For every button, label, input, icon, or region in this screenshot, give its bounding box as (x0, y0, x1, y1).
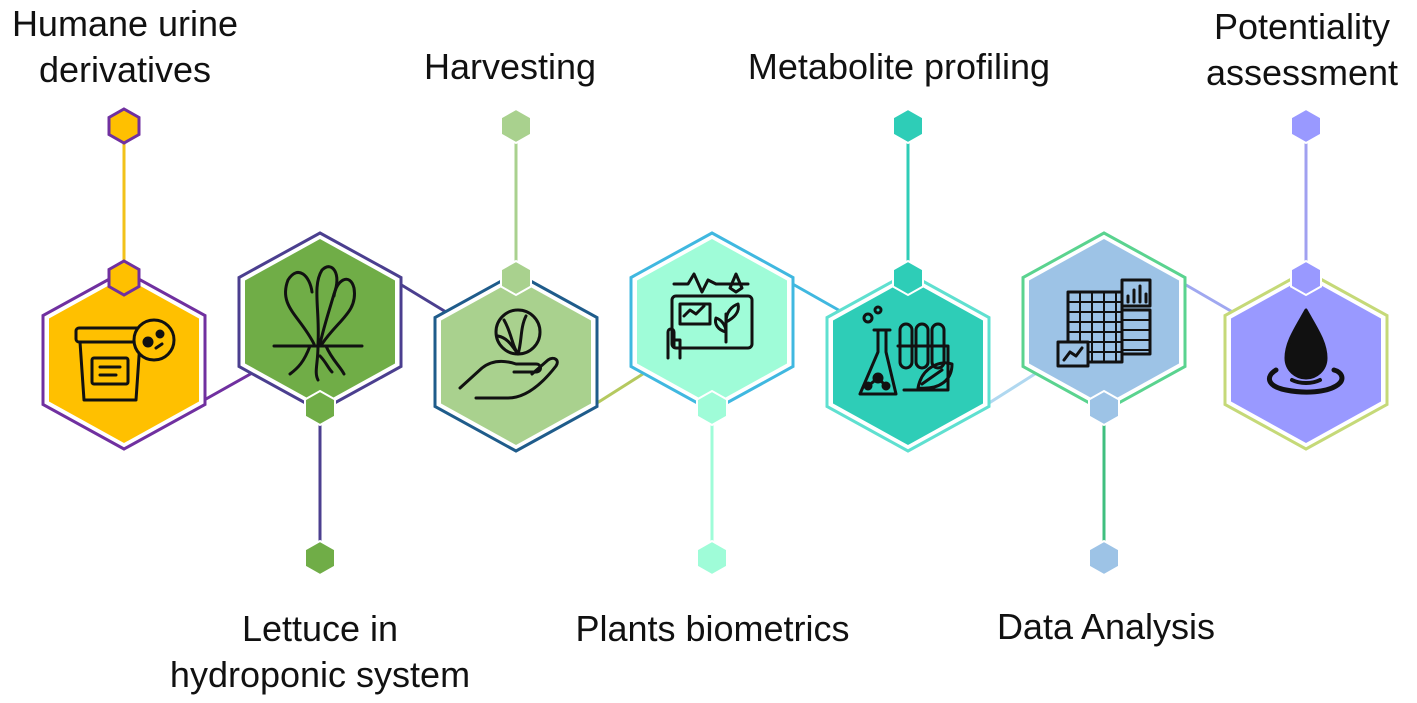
node-hexagon (892, 107, 924, 145)
step-icons (74, 265, 1345, 402)
label-metabolite: Metabolite profiling (718, 44, 1080, 90)
label-line: Plants biometrics (575, 608, 850, 649)
spreadsheet-chart-icon (1056, 278, 1152, 368)
hand-holding-lettuce-icon (458, 308, 559, 400)
urine-sample-cup-icon (74, 318, 176, 402)
label-line: derivatives (38, 49, 212, 90)
hexagon-harvest (441, 279, 591, 445)
label-data-analysis: Data Analysis (966, 604, 1246, 650)
label-line: Lettuce in (241, 608, 399, 649)
node-hexagon (696, 539, 728, 577)
node-hexagon (107, 107, 141, 145)
node-hexagon (1290, 107, 1322, 145)
node-hexagon (1088, 389, 1120, 427)
stem-lines (122, 126, 1308, 558)
label-line: Harvesting (423, 46, 597, 87)
label-biometrics: Plants biometrics (540, 606, 885, 652)
label-line: assessment (1205, 52, 1399, 93)
water-drop-icon (1267, 308, 1345, 395)
node-hexagon (892, 259, 924, 297)
step-nodes (107, 107, 1322, 577)
lab-flask-tubes-leaf-icon (858, 305, 954, 396)
label-line: Data Analysis (996, 606, 1216, 647)
node-hexagon (696, 389, 728, 427)
hexagon-biometrics (637, 239, 787, 405)
node-hexagon (107, 259, 141, 297)
label-urine: Humane urine derivatives (2, 1, 248, 93)
node-hexagon (1290, 259, 1322, 297)
node-hexagon (1088, 539, 1120, 577)
label-harvesting: Harvesting (380, 44, 640, 90)
step-hexagons (41, 231, 1389, 453)
label-line: Humane urine (11, 3, 239, 44)
plant-measurement-screen-icon (666, 272, 754, 360)
label-lettuce: Lettuce in hydroponic system (140, 606, 500, 698)
hexagon-lettuce (245, 239, 395, 405)
node-hexagon (304, 539, 336, 577)
node-hexagon (500, 107, 532, 145)
node-hexagon (304, 389, 336, 427)
label-line: Potentiality (1213, 6, 1391, 47)
label-line: hydroponic system (169, 654, 471, 695)
node-hexagon (500, 259, 532, 297)
label-line: Metabolite profiling (747, 46, 1051, 87)
label-potentiality: Potentiality assessment (1190, 4, 1414, 96)
lettuce-roots-icon (272, 265, 364, 382)
